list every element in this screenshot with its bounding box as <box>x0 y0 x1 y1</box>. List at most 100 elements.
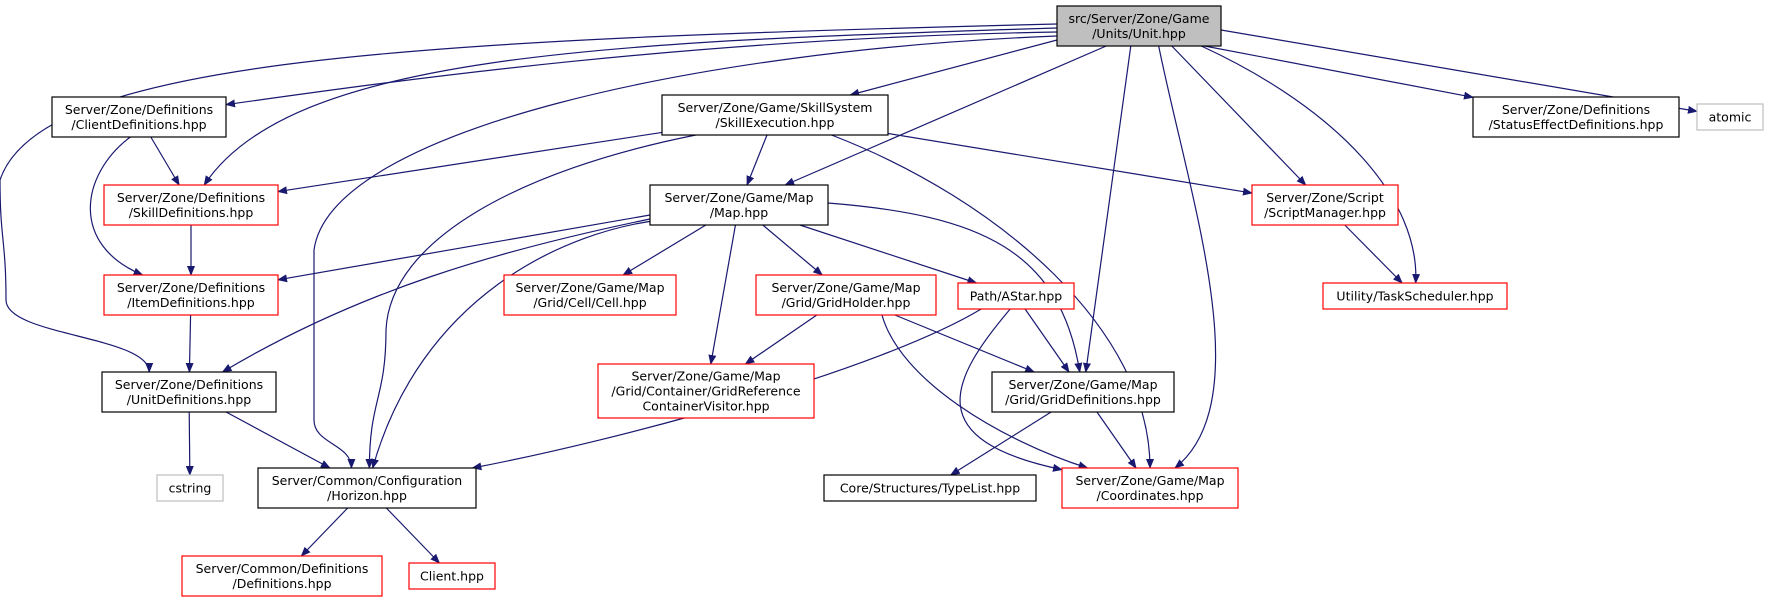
edge-astar-to-griddefs <box>1024 308 1070 373</box>
edge-griddefs-to-typelist <box>949 411 1052 476</box>
node-clientdefs[interactable]: Server/Zone/Definitions/ClientDefinition… <box>51 96 227 138</box>
node-scriptmgr[interactable]: Server/Zone/Script/ScriptManager.hpp <box>1251 184 1399 226</box>
edge-skillexec-to-skilldefs <box>277 131 663 195</box>
node-label: /Horizon.hpp <box>327 488 407 503</box>
edge-skillexec-to-map <box>746 134 768 186</box>
node-label: Server/Zone/Definitions <box>117 280 265 295</box>
node-box <box>1472 96 1680 138</box>
node-label: Server/Zone/Game/SkillSystem <box>678 100 873 115</box>
node-box <box>408 562 496 590</box>
node-label: /ItemDefinitions.hpp <box>127 295 255 310</box>
node-box <box>1322 282 1508 310</box>
node-label: Server/Zone/Game/Map <box>631 369 780 384</box>
edge-gridholder-to-griddefs <box>894 314 1036 373</box>
node-label: Server/Zone/Game/Map <box>1008 377 1157 392</box>
edge-unitdefs-to-cstring <box>185 411 194 476</box>
node-label: /ClientDefinitions.hpp <box>71 117 206 132</box>
node-label: /ScriptManager.hpp <box>1264 205 1386 220</box>
edge-horizon-to-commondefs <box>300 507 349 557</box>
node-label: /StatusEffectDefinitions.hpp <box>1489 117 1664 132</box>
node-itemdefs[interactable]: Server/Zone/Definitions/ItemDefinitions.… <box>103 274 279 316</box>
edge-map-to-unitdefs <box>221 218 651 373</box>
node-unitdefs[interactable]: Server/Zone/Definitions/UnitDefinitions.… <box>101 371 277 413</box>
node-box <box>101 371 277 413</box>
node-label: Server/Zone/Definitions <box>65 102 213 117</box>
node-label: /Grid/Container/GridReference <box>611 384 800 399</box>
node-label: Path/AStar.hpp <box>970 289 1063 304</box>
node-box <box>957 282 1075 310</box>
node-label: /SkillDefinitions.hpp <box>129 205 254 220</box>
node-box <box>51 96 227 138</box>
node-label: Server/Zone/Game/Map <box>664 190 813 205</box>
node-box <box>823 474 1037 502</box>
node-box <box>1061 467 1239 509</box>
node-label: cstring <box>169 481 212 496</box>
node-label: /Grid/Cell/Cell.hpp <box>533 295 646 310</box>
node-astar[interactable]: Path/AStar.hpp <box>957 282 1075 310</box>
node-box <box>156 474 224 502</box>
node-label: Server/Zone/Game/Map <box>515 280 664 295</box>
node-box <box>597 363 815 419</box>
edge-gridholder-to-gridvisitor <box>744 314 818 365</box>
node-label: /Grid/GridHolder.hpp <box>782 295 911 310</box>
node-box <box>1696 103 1764 131</box>
node-skillexec[interactable]: Server/Zone/Game/SkillSystem/SkillExecut… <box>661 94 889 136</box>
edge-clientdefs-to-skilldefs <box>150 136 180 186</box>
node-horizon[interactable]: Server/Common/Configuration/Horizon.hpp <box>257 467 477 509</box>
edge-skillexec-to-scriptmgr <box>887 132 1253 196</box>
node-label: atomic <box>1709 110 1752 125</box>
node-box <box>257 467 477 509</box>
node-label: Server/Common/Configuration <box>272 473 463 488</box>
node-box <box>103 274 279 316</box>
node-label: Server/Zone/Script <box>1266 190 1384 205</box>
node-label: /UnitDefinitions.hpp <box>127 392 252 407</box>
node-label: Server/Zone/Definitions <box>117 190 265 205</box>
node-box <box>991 371 1175 413</box>
edge-unit-to-scriptmgr <box>1171 45 1307 186</box>
edge-map-to-horizon <box>371 218 668 469</box>
node-label: Utility/TaskScheduler.hpp <box>1336 289 1493 304</box>
edge-unit-to-unitdefs <box>0 23 1058 373</box>
node-typelist[interactable]: Core/Structures/TypeList.hpp <box>823 474 1037 502</box>
node-skilldefs[interactable]: Server/Zone/Definitions/SkillDefinitions… <box>103 184 279 226</box>
node-box <box>503 274 677 316</box>
node-label: src/Server/Zone/Game <box>1069 11 1210 26</box>
edge-map-to-griddefs <box>827 202 1083 373</box>
node-cstring[interactable]: cstring <box>156 474 224 502</box>
node-label: /Grid/GridDefinitions.hpp <box>1005 392 1161 407</box>
edge-griddefs-to-coordinates <box>1096 411 1137 469</box>
node-box <box>181 555 383 597</box>
node-box <box>103 184 279 226</box>
node-label: Server/Zone/Game/Map <box>1075 473 1224 488</box>
node-unit[interactable]: src/Server/Zone/Game/Units/Unit.hpp <box>1056 5 1222 47</box>
node-coordinates[interactable]: Server/Zone/Game/Map/Coordinates.hpp <box>1061 467 1239 509</box>
edge-clientdefs-to-itemdefs <box>89 136 144 276</box>
node-taskscheduler[interactable]: Utility/TaskScheduler.hpp <box>1322 282 1508 310</box>
node-box <box>755 274 937 316</box>
edges-layer <box>0 23 1698 564</box>
node-atomic[interactable]: atomic <box>1696 103 1764 131</box>
node-commondefs[interactable]: Server/Common/Definitions/Definitions.hp… <box>181 555 383 597</box>
edge-map-to-astar <box>799 224 978 284</box>
node-map[interactable]: Server/Zone/Game/Map/Map.hpp <box>649 184 829 226</box>
node-cell[interactable]: Server/Zone/Game/Map/Grid/Cell/Cell.hpp <box>503 274 677 316</box>
node-clienthpp[interactable]: Client.hpp <box>408 562 496 590</box>
node-box <box>1056 5 1222 47</box>
node-statusdefs[interactable]: Server/Zone/Definitions/StatusEffectDefi… <box>1472 96 1680 138</box>
edge-unit-to-skillexec <box>849 39 1058 97</box>
node-griddefs[interactable]: Server/Zone/Game/Map/Grid/GridDefinition… <box>991 371 1175 413</box>
edge-gridholder-to-coordinates <box>881 314 1089 470</box>
edge-scriptmgr-to-taskscheduler <box>1344 224 1403 284</box>
edge-astar-to-coordinates <box>959 308 1063 472</box>
node-label: /Map.hpp <box>710 205 768 220</box>
edge-map-to-gridvisitor <box>708 224 737 365</box>
node-label: ContainerVisitor.hpp <box>642 399 769 414</box>
node-label: /Coordinates.hpp <box>1096 488 1203 503</box>
edge-map-to-cell <box>622 224 707 276</box>
edge-map-to-itemdefs <box>277 214 651 283</box>
node-label: /SkillExecution.hpp <box>716 115 835 130</box>
node-gridholder[interactable]: Server/Zone/Game/Map/Grid/GridHolder.hpp <box>755 274 937 316</box>
edge-unitdefs-to-horizon <box>225 411 331 469</box>
node-gridvisitor[interactable]: Server/Zone/Game/Map/Grid/Container/Grid… <box>597 363 815 419</box>
